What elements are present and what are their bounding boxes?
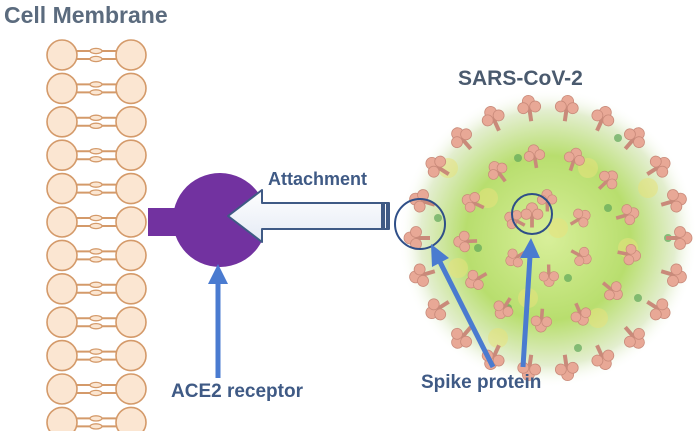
- ace2-receptor-label: ACE2 receptor: [171, 381, 303, 402]
- spike: [425, 298, 450, 321]
- spike: [615, 204, 640, 226]
- lipid-pair: [46, 339, 147, 372]
- attachment-arrow: [227, 189, 390, 243]
- lipid-pair: [46, 406, 147, 431]
- spike: [451, 127, 473, 151]
- lipid-pair: [46, 106, 147, 138]
- spike: [481, 106, 505, 132]
- spike-pointer-arrow: [520, 238, 540, 368]
- spike: [660, 263, 687, 287]
- ace2-receptor: [148, 173, 263, 267]
- lipid-pair: [46, 172, 147, 205]
- spike: [505, 248, 527, 268]
- spike: [570, 302, 592, 326]
- spike: [591, 106, 615, 132]
- spike: [554, 95, 579, 122]
- ace2-pointer-arrow: [208, 264, 228, 378]
- attachment-label: Attachment: [268, 169, 368, 189]
- spike: [517, 354, 542, 381]
- virus-surface-texture: [434, 134, 672, 352]
- spike: [409, 263, 436, 287]
- spike: [623, 325, 645, 349]
- spike: [563, 147, 585, 172]
- spike: [465, 269, 488, 290]
- spike-protein-label: Spike protein: [421, 372, 542, 393]
- spike: [569, 208, 591, 228]
- spike: [554, 354, 579, 381]
- spike: [425, 155, 450, 178]
- lipid-pair: [46, 72, 147, 105]
- lipid-pair: [46, 139, 147, 171]
- spike: [591, 344, 615, 370]
- spike: [666, 226, 693, 250]
- spike: [403, 226, 430, 250]
- spike-pointer-arrow: [431, 244, 496, 369]
- spike-highlight-circle: [511, 193, 553, 235]
- lipid-pair: [46, 239, 147, 272]
- spike: [517, 95, 542, 122]
- spike: [523, 144, 546, 169]
- spike-proteins: [403, 95, 693, 381]
- spike: [538, 264, 560, 287]
- spike: [453, 230, 478, 253]
- lipid-pair: [46, 306, 147, 339]
- spike: [451, 325, 473, 349]
- spike: [493, 297, 514, 320]
- diagram-title: Cell Membrane: [4, 2, 168, 28]
- spike: [530, 308, 553, 333]
- spike-highlight-circle: [394, 198, 446, 250]
- lipid-pair: [46, 206, 147, 238]
- spike: [520, 202, 544, 228]
- spike: [601, 281, 623, 301]
- lipid-pair: [46, 272, 147, 305]
- lipid-pair: [46, 373, 147, 405]
- lipid-pair: [46, 39, 147, 71]
- virus-label: SARS-CoV-2: [458, 67, 583, 90]
- spike: [597, 170, 618, 191]
- spike: [570, 246, 592, 266]
- spike: [660, 189, 687, 213]
- spike: [646, 155, 671, 178]
- spike: [488, 161, 508, 183]
- spike: [617, 244, 641, 266]
- spike: [409, 189, 436, 213]
- cell-membrane: [46, 39, 147, 431]
- spike: [623, 127, 645, 151]
- spike: [646, 298, 671, 321]
- spike: [461, 192, 485, 213]
- sars-cov-2-virus: [398, 88, 698, 388]
